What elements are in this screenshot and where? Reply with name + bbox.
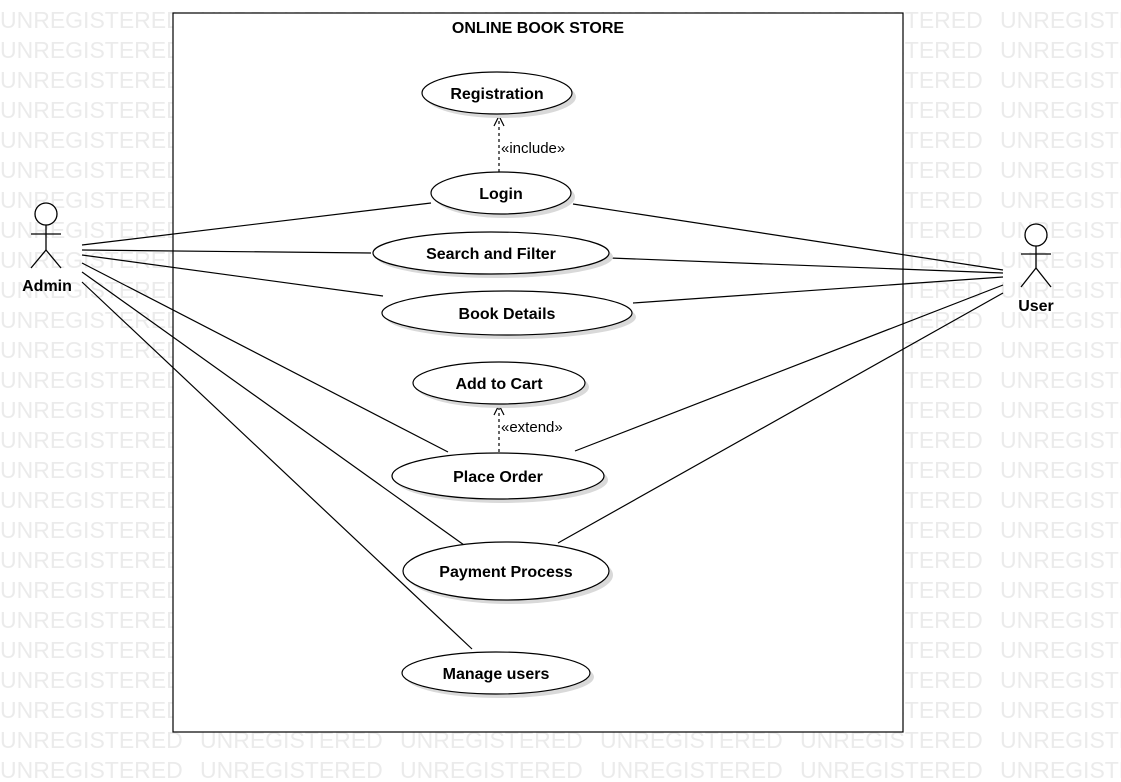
include-stereotype: «include»	[501, 140, 565, 157]
watermark-text: UNREGISTERED	[1000, 577, 1121, 603]
watermark-text: UNREGISTERED	[0, 667, 183, 693]
watermark-text: UNREGISTERED	[0, 187, 183, 213]
use-case-book-details[interactable]: Book Details	[381, 290, 636, 339]
watermark-text: UNREGISTERED	[1000, 367, 1121, 393]
watermark-text: UNREGISTERED	[1000, 697, 1121, 723]
watermark-text: UNREGISTERED	[1000, 7, 1121, 33]
watermark-text: UNREGISTERED	[1000, 307, 1121, 333]
watermark-text: UNREGISTERED	[0, 367, 183, 393]
assoc-admin-details[interactable]	[81, 254, 384, 297]
watermark-text: UNREGISTERED	[800, 757, 983, 782]
watermark-text: UNREGISTERED	[1000, 97, 1121, 123]
stick-figure-icon	[1020, 223, 1052, 288]
watermark-text: UNREGISTERED	[0, 547, 183, 573]
watermark-text: UNREGISTERED	[1000, 547, 1121, 573]
watermark-text: UNREGISTERED	[0, 397, 183, 423]
use-case-registration[interactable]: Registration	[421, 71, 576, 118]
assoc-admin-login[interactable]	[81, 202, 432, 246]
watermark-text: UNREGISTERED	[200, 757, 383, 782]
watermark-text: UNREGISTERED	[1000, 607, 1121, 633]
watermark-text: UNREGISTERED	[1000, 397, 1121, 423]
watermark-text: UNREGISTERED	[1000, 187, 1121, 213]
use-case-label: Manage users	[443, 666, 550, 683]
watermark-text: UNREGISTERED	[1000, 427, 1121, 453]
watermark-text: UNREGISTERED	[0, 157, 183, 183]
assoc-admin-manage[interactable]	[81, 281, 473, 650]
watermark-text: UNREGISTERED	[0, 697, 183, 723]
watermark-text: UNREGISTERED	[0, 67, 183, 93]
watermark-text: UNREGISTERED	[1000, 457, 1121, 483]
assoc-admin-search[interactable]	[81, 249, 372, 254]
assoc-user-login[interactable]	[572, 203, 1004, 271]
assoc-user-search[interactable]	[609, 257, 1004, 274]
watermark-text: UNREGISTERED	[1000, 277, 1121, 303]
watermark-text: UNREGISTERED	[1000, 157, 1121, 183]
stick-figure-icon	[30, 202, 62, 269]
use-case-label: Registration	[450, 86, 543, 103]
use-case-label: Add to Cart	[455, 376, 543, 393]
use-case-manage-users[interactable]: Manage users	[401, 651, 594, 698]
use-case-add-to-cart[interactable]: Add to Cart	[412, 361, 589, 408]
watermark-text: UNREGISTERED	[1000, 637, 1121, 663]
watermark-text: UNREGISTERED	[1000, 667, 1121, 693]
watermark-text: UNREGISTERED	[0, 607, 183, 633]
assoc-admin-order[interactable]	[81, 262, 449, 453]
system-title: ONLINE BOOK STORE	[452, 20, 624, 37]
watermark-text: UNREGISTERED	[0, 217, 183, 243]
watermark-text: UNREGISTERED	[1000, 67, 1121, 93]
watermark-text: UNREGISTERED	[600, 757, 783, 782]
watermark-text: UNREGISTERED	[1000, 337, 1121, 363]
watermark-text: UNREGISTERED	[0, 757, 183, 782]
assoc-user-payment[interactable]	[557, 292, 1004, 544]
use-case-search-and-filter[interactable]: Search and Filter	[372, 231, 613, 278]
watermark-text: UNREGISTERED	[1000, 217, 1121, 243]
use-case-label: Search and Filter	[426, 246, 556, 263]
watermark-text: UNREGISTERED	[1000, 127, 1121, 153]
watermark-text: UNREGISTERED	[0, 127, 183, 153]
use-case-label: Place Order	[453, 469, 543, 486]
actor-label: Admin	[22, 278, 72, 295]
watermark-text: UNREGISTERED	[0, 457, 183, 483]
watermark-text: UNREGISTERED	[0, 307, 183, 333]
use-case-label: Login	[479, 186, 523, 203]
extend-stereotype: «extend»	[501, 419, 563, 436]
watermark-text: UNREGISTERED	[0, 7, 183, 33]
actor-admin[interactable]: Admin	[22, 202, 72, 295]
use-case-payment-process[interactable]: Payment Process	[402, 541, 613, 604]
actor-label: User	[1018, 298, 1054, 315]
watermark-text: UNREGISTERED	[400, 757, 583, 782]
actor-user[interactable]: User	[1018, 223, 1054, 315]
watermark-text: UNREGISTERED	[1000, 487, 1121, 513]
watermark-text: UNREGISTERED	[0, 577, 183, 603]
use-case-place-order[interactable]: Place Order	[391, 452, 608, 503]
watermark-text: UNREGISTERED	[1000, 37, 1121, 63]
watermark-text: UNREGISTERED	[1000, 247, 1121, 273]
watermark-text: UNREGISTERED	[0, 97, 183, 123]
watermark-text: UNREGISTERED	[1000, 757, 1121, 782]
watermark-text: UNREGISTERED	[0, 727, 183, 753]
watermark-text: UNREGISTERED	[0, 247, 183, 273]
watermark-text: UNREGISTERED	[0, 337, 183, 363]
watermark-text: UNREGISTERED	[0, 637, 183, 663]
assoc-admin-payment[interactable]	[81, 271, 465, 546]
use-case-login[interactable]: Login	[430, 171, 575, 218]
watermark-text: UNREGISTERED	[0, 37, 183, 63]
watermark-text: UNREGISTERED	[1000, 727, 1121, 753]
watermark-text: UNREGISTERED	[1000, 517, 1121, 543]
watermark-text: UNREGISTERED	[0, 487, 183, 513]
use-case-label: Payment Process	[439, 564, 573, 581]
assoc-user-order[interactable]	[574, 284, 1004, 452]
watermark-text: UNREGISTERED	[0, 427, 183, 453]
use-case-label: Book Details	[459, 306, 556, 323]
watermark-text: UNREGISTERED	[0, 517, 183, 543]
assoc-user-details[interactable]	[632, 276, 1004, 304]
